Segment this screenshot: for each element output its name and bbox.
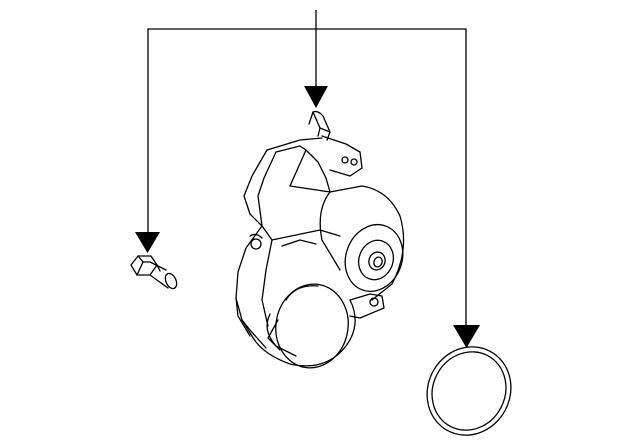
gasket-ring-icon	[426, 346, 512, 436]
leader-lines	[147, 10, 467, 326]
arrow-gasket	[453, 325, 480, 348]
callout-arrows	[135, 86, 480, 348]
thermostat-housing-icon	[235, 110, 405, 369]
leader-bracket	[147, 28, 467, 326]
bolt-icon	[130, 255, 178, 290]
arrow-bolt	[135, 232, 160, 253]
arrow-housing	[304, 86, 328, 108]
